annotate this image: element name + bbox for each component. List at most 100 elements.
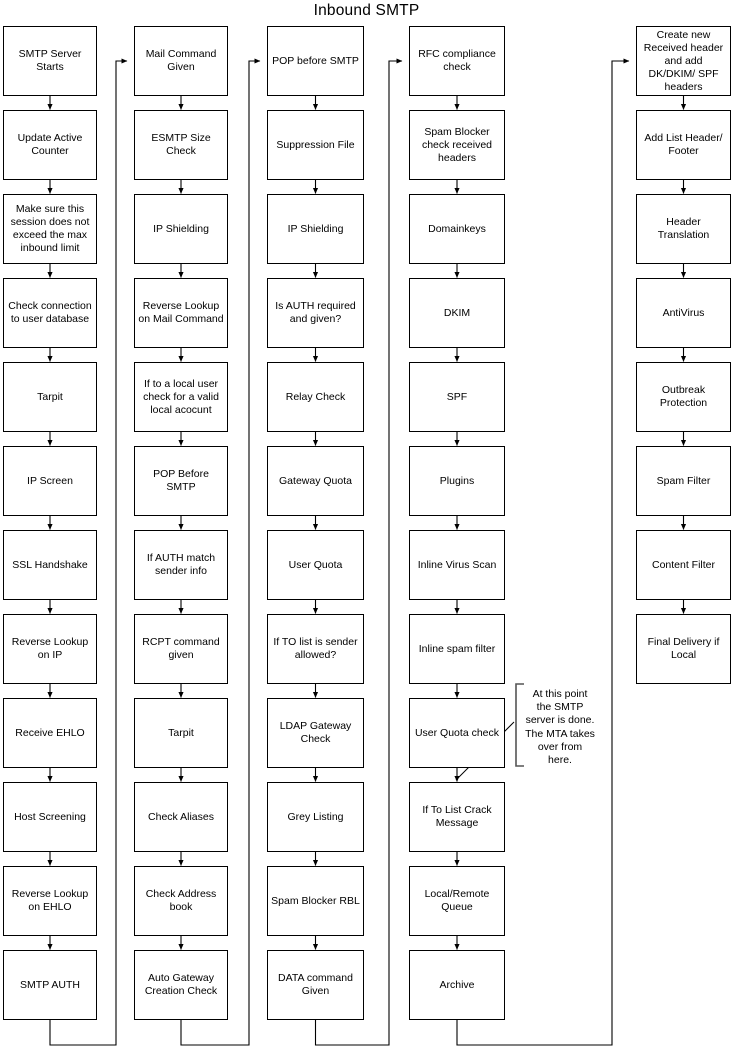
flow-node[interactable]: SPF <box>409 362 505 432</box>
flow-node[interactable]: Spam Filter <box>636 446 731 516</box>
flow-node[interactable]: POP before SMTP <box>267 26 364 96</box>
flow-node[interactable]: User Quota <box>267 530 364 600</box>
flow-node-label: Spam Filter <box>656 474 711 487</box>
flow-node-label: LDAP Gateway Check <box>279 720 352 745</box>
flow-node-label: POP before SMTP <box>272 54 359 67</box>
flow-node-label: Reverse Lookup on IP <box>11 636 89 661</box>
flow-node[interactable]: Update Active Counter <box>3 110 97 180</box>
flow-node[interactable]: User Quota check <box>409 698 505 768</box>
mta-handoff-note-text: At this point the SMTP server is done. T… <box>525 688 595 767</box>
flow-node[interactable]: Mail Command Given <box>134 26 228 96</box>
flow-node[interactable]: Spam Blocker RBL <box>267 866 364 936</box>
flow-node-label: Check connection to user database <box>8 300 92 325</box>
flow-node[interactable]: Suppression File <box>267 110 364 180</box>
flow-node-label: If To List Crack Message <box>422 804 492 829</box>
flow-node[interactable]: LDAP Gateway Check <box>267 698 364 768</box>
flow-node-label: Add List Header/ Footer <box>644 132 723 157</box>
flow-node[interactable]: Check connection to user database <box>3 278 97 348</box>
flow-node[interactable]: Tarpit <box>134 698 228 768</box>
flow-node-label: Mail Command Given <box>145 48 217 73</box>
flow-node-label: Check Address book <box>145 888 217 913</box>
flow-node[interactable]: SMTP AUTH <box>3 950 97 1020</box>
flow-node[interactable]: Grey Listing <box>267 782 364 852</box>
flow-node-label: POP Before SMTP <box>153 468 209 493</box>
flow-node-label: If AUTH match sender info <box>146 552 216 577</box>
flow-node-label: IP Screen <box>27 474 73 487</box>
flow-node[interactable]: AntiVirus <box>636 278 731 348</box>
flow-node[interactable]: IP Shielding <box>134 194 228 264</box>
flow-node-label: SSL Handshake <box>12 558 88 571</box>
flow-node-label: Local/Remote Queue <box>424 888 490 913</box>
flow-node[interactable]: Create new Received header and add DK/DK… <box>636 26 731 96</box>
flow-node[interactable]: Check Address book <box>134 866 228 936</box>
flow-node[interactable]: Receive EHLO <box>3 698 97 768</box>
flow-node[interactable]: Inline Virus Scan <box>409 530 505 600</box>
flow-node[interactable]: Reverse Lookup on IP <box>3 614 97 684</box>
flow-node-label: Domainkeys <box>428 222 486 235</box>
flow-node[interactable]: Check Aliases <box>134 782 228 852</box>
flow-node[interactable]: IP Screen <box>3 446 97 516</box>
flow-node[interactable]: If TO list is sender allowed? <box>267 614 364 684</box>
flow-node[interactable]: If AUTH match sender info <box>134 530 228 600</box>
flow-node[interactable]: Host Screening <box>3 782 97 852</box>
flow-node-label: Tarpit <box>168 726 194 739</box>
flow-node[interactable]: RFC compliance check <box>409 26 505 96</box>
flow-node[interactable]: Local/Remote Queue <box>409 866 505 936</box>
flow-node-label: Spam Blocker check received headers <box>421 125 493 164</box>
flow-node-label: Outbreak Protection <box>659 384 708 409</box>
flow-node-label: Check Aliases <box>148 810 214 823</box>
flow-node-label: Archive <box>439 978 475 991</box>
flow-node-label: DATA command Given <box>278 972 353 997</box>
mta-handoff-note: At this point the SMTP server is done. T… <box>519 686 597 766</box>
flow-node[interactable]: Content Filter <box>636 530 731 600</box>
flow-node[interactable]: ESMTP Size Check <box>134 110 228 180</box>
flow-node[interactable]: DKIM <box>409 278 505 348</box>
flow-node-label: Gateway Quota <box>279 474 352 487</box>
flow-node[interactable]: Header Translation <box>636 194 731 264</box>
flow-node-label: Content Filter <box>651 558 716 571</box>
flow-node[interactable]: RCPT command given <box>134 614 228 684</box>
flow-node-label: If TO list is sender allowed? <box>273 636 358 661</box>
flow-node[interactable]: If to a local user check for a valid loc… <box>134 362 228 432</box>
flow-node-label: IP Shielding <box>153 222 209 235</box>
flow-node-label: SPF <box>446 390 468 403</box>
flow-node[interactable]: Spam Blocker check received headers <box>409 110 505 180</box>
flow-node-label: Create new Received header and add DK/DK… <box>643 28 724 93</box>
flow-node[interactable]: Add List Header/ Footer <box>636 110 731 180</box>
flow-node-label: User Quota check <box>414 726 500 739</box>
flow-node-label: SMTP Server Starts <box>18 48 82 73</box>
flow-node[interactable]: Domainkeys <box>409 194 505 264</box>
flow-node[interactable]: POP Before SMTP <box>134 446 228 516</box>
flow-node-label: Relay Check <box>285 390 346 403</box>
flow-node-label: Tarpit <box>37 390 63 403</box>
flow-node[interactable]: Outbreak Protection <box>636 362 731 432</box>
flow-node-label: RCPT command given <box>142 636 220 661</box>
flow-node[interactable]: Auto Gateway Creation Check <box>134 950 228 1020</box>
flow-node[interactable]: Make sure this session does not exceed t… <box>3 194 97 264</box>
flow-node-label: IP Shielding <box>287 222 344 235</box>
flow-node[interactable]: Final Delivery if Local <box>636 614 731 684</box>
flow-node[interactable]: IP Shielding <box>267 194 364 264</box>
flow-node-label: Inline spam filter <box>418 642 496 655</box>
flow-node-label: Make sure this session does not exceed t… <box>10 203 90 254</box>
flow-node-label: Host Screening <box>14 810 86 823</box>
flow-node[interactable]: Gateway Quota <box>267 446 364 516</box>
flow-node[interactable]: Tarpit <box>3 362 97 432</box>
flow-node[interactable]: If To List Crack Message <box>409 782 505 852</box>
flow-node[interactable]: Relay Check <box>267 362 364 432</box>
flow-node[interactable]: Reverse Lookup on EHLO <box>3 866 97 936</box>
flow-node[interactable]: Archive <box>409 950 505 1020</box>
flow-node[interactable]: Inline spam filter <box>409 614 505 684</box>
flow-node-label: Plugins <box>439 474 475 487</box>
flow-node-label: Final Delivery if Local <box>647 636 720 661</box>
flow-node[interactable]: SMTP Server Starts <box>3 26 97 96</box>
flow-node[interactable]: DATA command Given <box>267 950 364 1020</box>
flow-node-label: Reverse Lookup on EHLO <box>11 888 89 913</box>
flow-node-label: Inline Virus Scan <box>417 558 497 571</box>
flow-node[interactable]: Is AUTH required and given? <box>267 278 364 348</box>
flow-node-label: Receive EHLO <box>15 726 85 739</box>
flow-node[interactable]: Reverse Lookup on Mail Command <box>134 278 228 348</box>
flow-node[interactable]: SSL Handshake <box>3 530 97 600</box>
flow-node[interactable]: Plugins <box>409 446 505 516</box>
